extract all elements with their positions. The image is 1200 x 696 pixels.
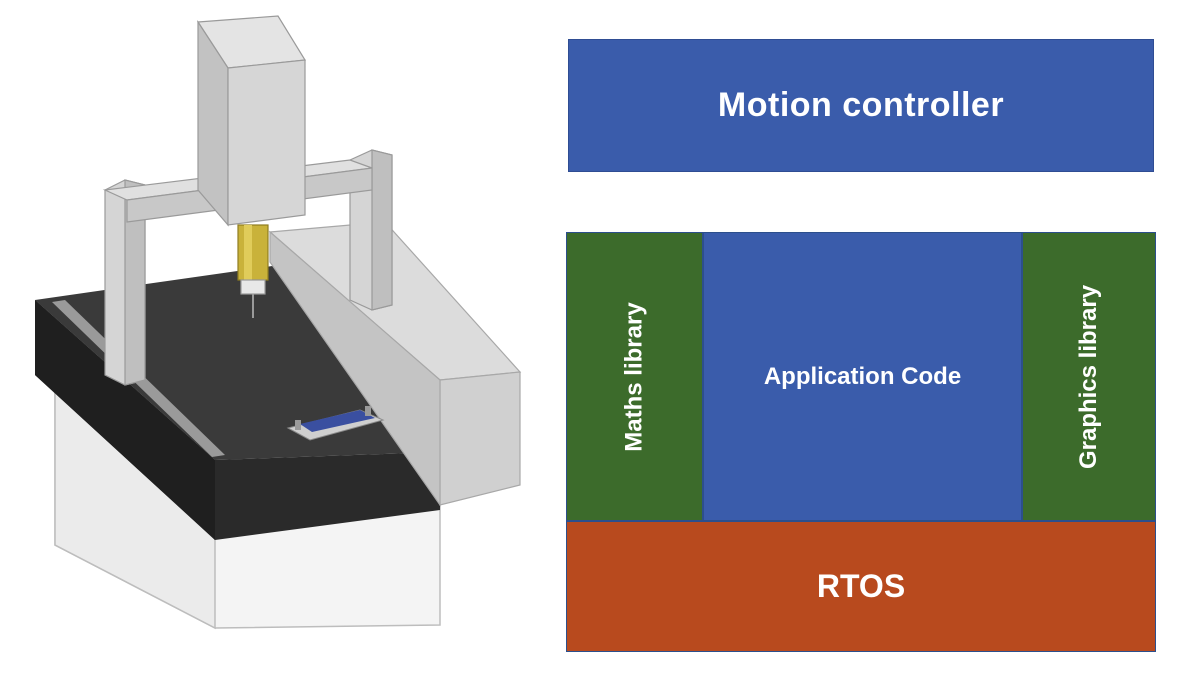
software-stack: Maths library Application Code Graphics … (566, 232, 1156, 652)
graphics-library-block: Graphics library (1021, 233, 1155, 520)
cmm-illustration (35, 15, 522, 630)
left-column (104, 179, 146, 386)
graphics-library-label: Graphics library (1075, 284, 1103, 469)
motion-controller-block: Motion controller (568, 39, 1154, 172)
workpiece (286, 406, 385, 441)
motion-controller-label: Motion controller (717, 86, 1005, 124)
rtos-block: RTOS (567, 520, 1155, 651)
probe-shaft (237, 224, 269, 318)
probe-head (196, 15, 307, 227)
application-code-label: Application Code (763, 362, 962, 390)
application-code-block: Application Code (704, 233, 1021, 520)
maths-library-block: Maths library (567, 233, 704, 520)
rtos-label: RTOS (816, 568, 906, 604)
maths-library-label: Maths library (620, 301, 648, 452)
right-rail (268, 221, 522, 507)
